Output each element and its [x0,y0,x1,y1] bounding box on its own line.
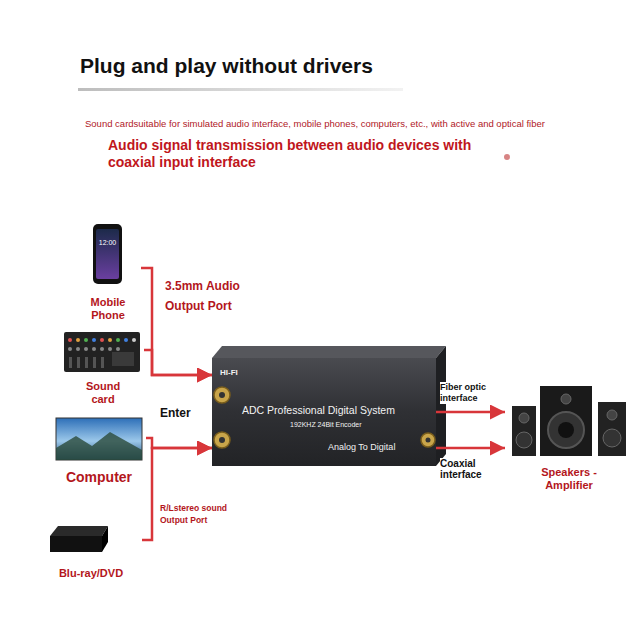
device-label: Mobile Phone [78,296,138,322]
device-label: Computer [66,469,132,486]
speaker-cone [558,422,574,438]
mixer-fader [101,357,104,368]
mixer-knob [76,347,80,351]
mixer-body [64,332,140,372]
monitor-screen [56,418,142,460]
mixer-fader [93,357,96,368]
product-name: ADC Professional Digital System [242,404,395,417]
mixer-fader [77,357,80,368]
interface-label: Coaxial interface [440,458,500,480]
function-text: Analog To Digital [328,442,395,453]
mixer-knob [68,347,72,351]
mixer-fader [85,357,88,368]
speaker-cone [516,432,532,448]
device-node: Mobile Phone [75,222,141,322]
device-node: Sound card [62,328,144,406]
player-front [50,536,102,552]
mixer-knobs [68,338,136,368]
title-underline [78,88,403,91]
spec-text: 192KHZ 24Bit Encoder [290,420,362,429]
phone-body [93,224,122,284]
device-node: Blu-ray/DVD [40,522,142,580]
signal-connector [436,447,505,450]
mixer-knob [84,347,88,351]
clock-text: 12:00 [96,238,119,247]
input-label: Enter [160,406,210,421]
device-label: Sound card [81,380,125,406]
player-side [102,526,108,552]
mixer-knob [108,338,112,342]
rca-jack-core [219,392,225,398]
coax-jack-core [426,438,431,443]
signal-connector [144,350,212,375]
device-label: Blu-ray/DVD [59,567,123,580]
mixer-knob [132,338,136,342]
satellite-speaker [598,402,626,456]
device-label: Speakers - Amplifier [534,466,604,492]
subtitle-note: Sound cardsuitable for simulated audio i… [85,118,635,130]
port-label: R/Lstereo sound Output Port [160,502,240,526]
signal-connector [142,448,212,540]
signal-connector [146,438,212,448]
mixer-fader [69,357,72,368]
satellite-speaker [512,406,536,456]
page-title: Plug and play without drivers [80,54,373,78]
brand-text: HI-FI [220,368,238,378]
box-top-face [212,346,446,358]
player-top [50,526,108,536]
mixer-knob [92,347,96,351]
interface-label: Fiber optic interface [440,382,502,404]
mixer-knob [100,347,104,351]
mixer-pad [112,352,134,366]
speaker-cone [607,410,617,420]
speaker-cone [548,412,584,448]
rca-jack-core [219,437,225,443]
speaker-cone [519,413,529,423]
mixer-knob [84,338,88,342]
mixer-knob [92,338,96,342]
mixer-knob [116,338,120,342]
mixer-knob [124,338,128,342]
speaker-cone [603,429,621,447]
speaker-node: Speakers - Amplifier [505,380,633,492]
port-label: 3.5mm Audio Output Port [165,276,255,316]
coax-jack [421,433,435,447]
mixer-knob [68,338,72,342]
monitor-landscape [56,432,142,460]
encoder-box: HI-FI ADC Professional Digital System 192K… [212,358,436,466]
rca-jack [214,387,230,403]
signal-connector [436,411,505,414]
subtitle-heading: Audio signal transmission between audio … [108,137,508,171]
decor-dot [504,154,510,160]
subwoofer [540,386,592,456]
box-front-face [212,358,436,466]
mixer-knob [108,347,112,351]
mixer-knob [76,338,80,342]
rca-jack [214,432,230,448]
phone-screen [96,229,119,279]
speaker-cone [561,394,571,404]
mixer-knob [100,338,104,342]
device-node: Computer [52,415,146,486]
mixer-knob [116,347,120,351]
